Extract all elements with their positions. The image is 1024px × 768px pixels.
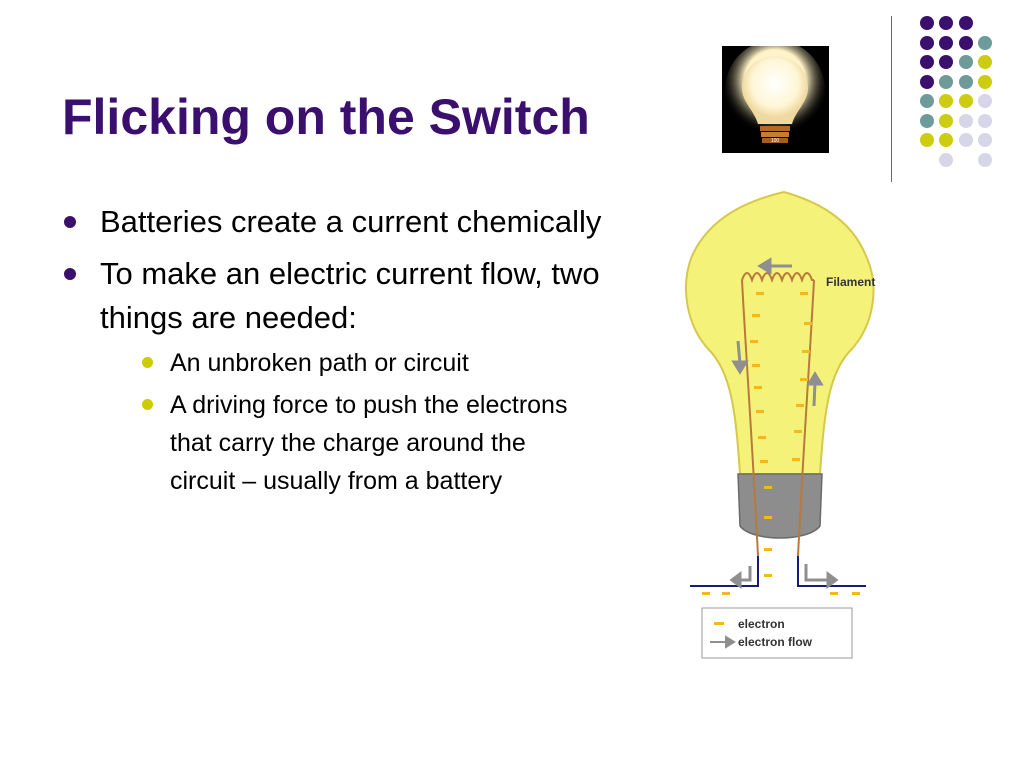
- decorative-dot: [939, 152, 953, 167]
- decorative-dot: [978, 74, 992, 89]
- decorative-dot: [978, 152, 992, 167]
- bullet-text: Batteries create a current chemically: [100, 204, 602, 239]
- circuit-electrons: [702, 592, 860, 595]
- decorative-dot: [919, 133, 934, 147]
- decorative-dot: [978, 35, 992, 50]
- decorative-dot: [978, 94, 992, 108]
- decorative-dot: [958, 113, 973, 128]
- decorative-dot: [939, 55, 953, 69]
- bullet-item: To make an electric current flow, two th…: [62, 252, 602, 500]
- flow-arrow-left: [731, 340, 749, 375]
- legend-flow-label: electron flow: [738, 635, 813, 649]
- electron-legend-marker: [714, 622, 724, 625]
- decorative-dot: [978, 133, 992, 147]
- decorative-dot: [958, 74, 973, 89]
- sub-bullet-text: A driving force to push the electrons th…: [170, 391, 568, 495]
- decorative-dot: [919, 16, 934, 30]
- bullet-item: Batteries create a current chemically: [62, 200, 602, 244]
- bullet-marker: [64, 216, 76, 228]
- decorative-dot: [958, 55, 973, 69]
- flow-arrow-bottom-left: [729, 566, 752, 589]
- bullet-marker: [64, 268, 76, 280]
- decorative-dot: [939, 94, 953, 108]
- decorative-dot: [939, 35, 953, 50]
- light-bulb-photo: 100: [722, 46, 829, 153]
- decorative-dot: [958, 35, 973, 50]
- bulb-base: [737, 473, 823, 539]
- sub-bullet-marker: [142, 357, 153, 368]
- vertical-divider: [891, 16, 892, 182]
- circuit-wires: [690, 556, 866, 587]
- sub-bullet-text: An unbroken path or circuit: [170, 349, 469, 377]
- filament-wire-right: [797, 279, 815, 557]
- decorative-dot: [919, 55, 934, 69]
- flow-arrow-top: [757, 257, 792, 275]
- decorative-dot: [939, 74, 953, 89]
- decorative-dot: [958, 94, 973, 108]
- decorative-dot: [939, 113, 953, 128]
- filament-wire-left: [741, 279, 759, 557]
- diagram-legend: electron electron flow: [701, 607, 853, 659]
- flow-arrow-bottom-right: [804, 564, 839, 589]
- sub-bullet-list: An unbroken path or circuit A driving fo…: [100, 344, 602, 500]
- bullet-text: To make an electric current flow, two th…: [100, 256, 600, 335]
- legend-electron-label: electron: [738, 617, 785, 631]
- filament-coil: [741, 272, 814, 283]
- bulb-diagram-svg: Filament: [685, 190, 875, 659]
- decorative-dot: [958, 133, 973, 147]
- sub-bullet-item: An unbroken path or circuit: [136, 344, 590, 382]
- light-bulb-icon: 100: [722, 46, 829, 153]
- filament-label: Filament: [826, 275, 875, 289]
- decorative-dot: [939, 16, 953, 30]
- bulb-glass: [685, 190, 875, 475]
- flow-arrow-right: [806, 371, 824, 407]
- sub-bullet-marker: [142, 399, 153, 410]
- bulb-circuit-diagram: Filament: [680, 186, 880, 666]
- slide-title: Flicking on the Switch: [62, 89, 590, 145]
- flow-legend-arrow: [710, 635, 736, 649]
- decorative-dot: [958, 16, 973, 30]
- decorative-dot: [978, 113, 992, 128]
- bullet-list: Batteries create a current chemically To…: [62, 200, 602, 508]
- decorative-dot: [939, 133, 953, 147]
- decorative-dot: [919, 74, 934, 89]
- electron-markers: [750, 292, 812, 577]
- decorative-dot: [978, 55, 992, 69]
- bulb-photo-label: 100: [771, 138, 780, 144]
- decorative-dot: [919, 113, 934, 128]
- decorative-dot: [919, 35, 934, 50]
- sub-bullet-item: A driving force to push the electrons th…: [136, 386, 590, 500]
- decorative-dot: [919, 94, 934, 108]
